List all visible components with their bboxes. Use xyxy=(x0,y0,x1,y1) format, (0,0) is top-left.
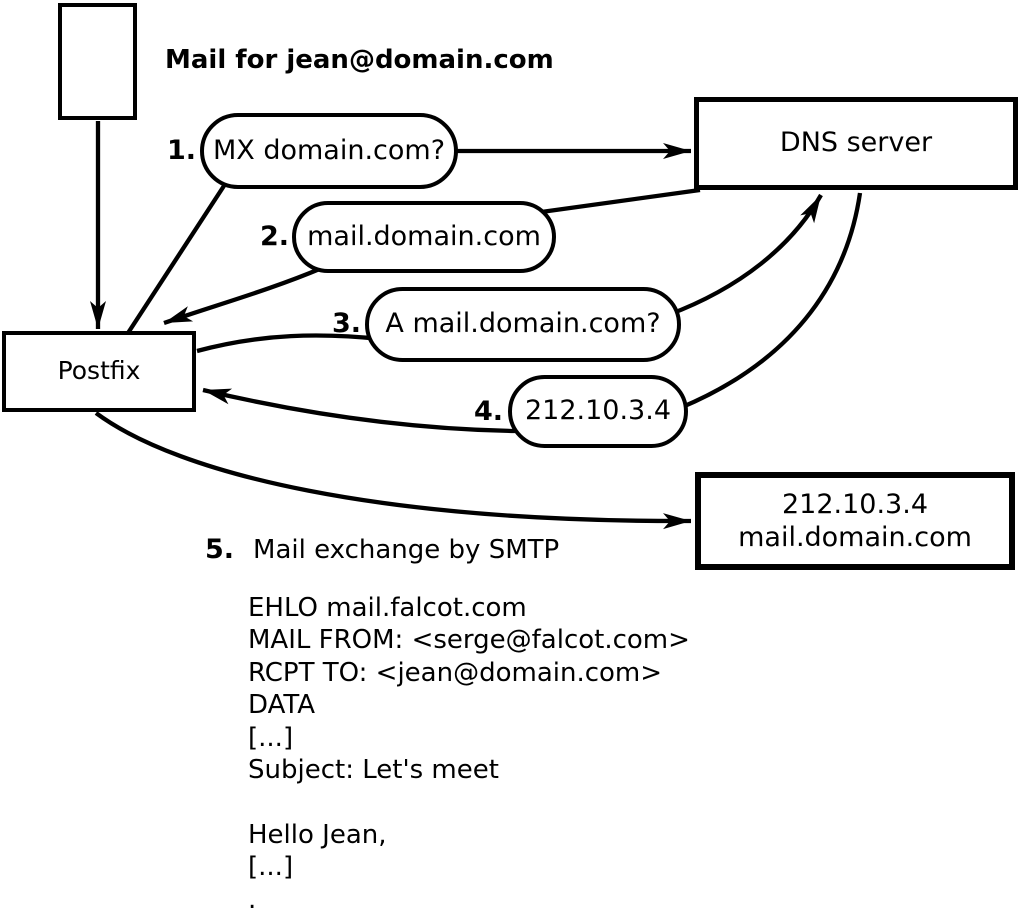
step-3-pill: A mail.domain.com? xyxy=(365,287,681,362)
smtp-line-data: DATA xyxy=(248,690,315,721)
line-dns-to-reply4 xyxy=(679,192,863,410)
step-3-pill-label: A mail.domain.com? xyxy=(385,308,661,340)
mail-server-hostname: mail.domain.com xyxy=(738,522,972,553)
line-dns-to-reply2 xyxy=(533,187,701,216)
dns-server-label: DNS server xyxy=(779,127,933,159)
line-postfix-to-query1 xyxy=(126,170,235,335)
smtp-line-blank xyxy=(248,787,690,819)
line-postfix-to-query3 xyxy=(196,333,391,354)
postfix-node: Postfix xyxy=(2,331,196,412)
smtp-line-rcptto: RCPT TO: <jean@domain.com> xyxy=(248,657,663,688)
step-5-label: Mail exchange by SMTP xyxy=(253,535,560,565)
step-4-number: 4. xyxy=(473,396,503,427)
step-4-pill: 212.10.3.4 xyxy=(508,375,688,448)
mail-server-ip: 212.10.3.4 xyxy=(782,489,928,520)
step-1-pill-label: MX domain.com? xyxy=(212,134,446,166)
dns-server-node: DNS server xyxy=(694,97,1018,190)
arrow-reply4-to-postfix xyxy=(202,387,516,434)
smtp-line-ellipsis-1: [...] xyxy=(248,722,294,753)
smtp-line-ehlo: EHLO mail.falcot.com xyxy=(248,593,527,623)
arrow-reply2-to-postfix xyxy=(163,266,323,326)
step-5-number: 5. xyxy=(205,534,235,565)
smtp-line-terminator: . xyxy=(248,884,257,915)
step-2-pill-label: mail.domain.com xyxy=(307,220,541,252)
step-3-number: 3. xyxy=(331,308,361,339)
postfix-node-label: Postfix xyxy=(57,356,141,386)
step-2-pill: mail.domain.com xyxy=(292,201,556,273)
step-1-number: 1. xyxy=(166,135,196,166)
step-2-number: 2. xyxy=(259,221,289,252)
step-5-caption: 5. Mail exchange by SMTP xyxy=(205,534,559,565)
mail-server-node: 212.10.3.4 mail.domain.com xyxy=(695,472,1015,570)
arrow-postfix-to-mailserver-smtp xyxy=(94,411,692,530)
smtp-line-greeting: Hello Jean, xyxy=(248,819,387,850)
arrow-query3-to-dns xyxy=(667,193,823,318)
smtp-line-mailfrom: MAIL FROM: <serge@falcot.com> xyxy=(248,625,690,656)
diagram-title: Mail for jean@domain.com xyxy=(165,45,554,75)
step-1-pill: MX domain.com? xyxy=(200,113,458,189)
smtp-line-ellipsis-2: [...] xyxy=(248,852,294,883)
smtp-line-subject: Subject: Let's meet xyxy=(248,754,499,785)
mail-message-icon xyxy=(58,3,137,120)
step-4-pill-label: 212.10.3.4 xyxy=(525,395,671,427)
smtp-transcript: EHLO mail.falcot.com MAIL FROM: <serge@f… xyxy=(248,593,690,917)
